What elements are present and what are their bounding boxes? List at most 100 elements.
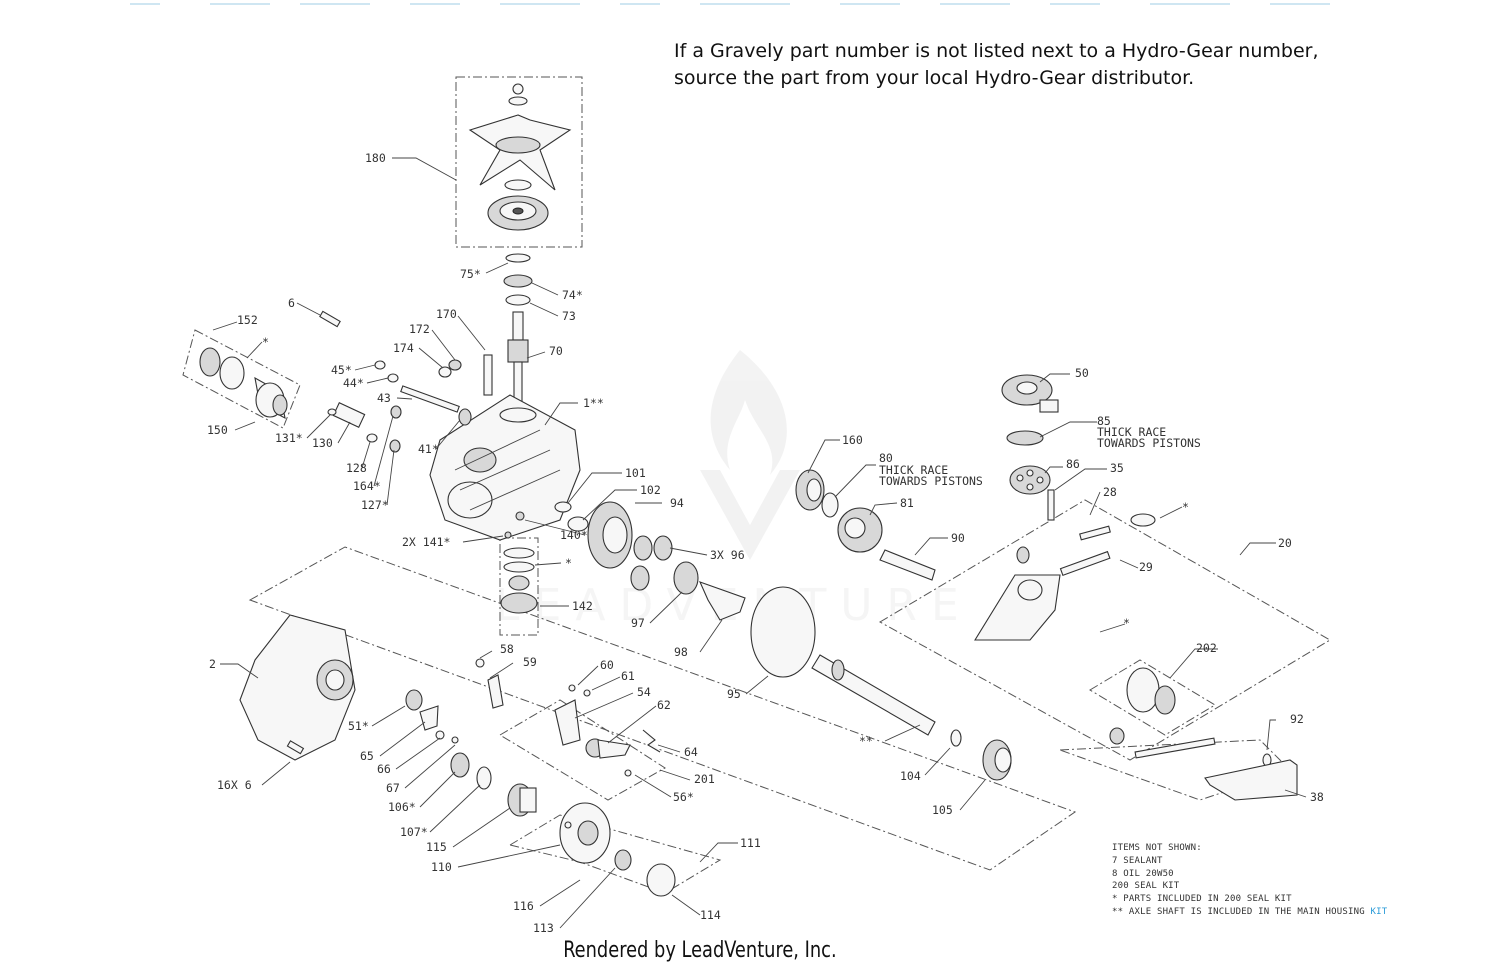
seal-106 [450,752,470,778]
washer-128 [366,433,378,443]
thrust-race-80 [821,492,839,518]
callout-35: 35 [1110,461,1124,475]
hub-110 [559,802,611,864]
callout-29: 29 [1139,560,1153,574]
callout-102: 102 [640,483,661,497]
callout-star-1: * [262,335,269,349]
pin-170 [483,354,493,396]
callout-90: 90 [951,531,965,545]
footer-credit-text: Rendered by LeadVenture, Inc. [563,938,837,963]
charge-pump-202 [1126,667,1176,715]
callout-172: 172 [409,322,430,336]
callout-105: 105 [932,803,953,817]
callout-81: 81 [900,496,914,510]
group-202-outline [1089,659,1216,736]
oring-164 [390,405,402,419]
pin-28 [1079,525,1111,541]
callout-58: 58 [500,642,514,656]
scan-artifact-strip [130,3,1330,5]
callout-51: 51* [348,719,369,733]
sourcing-note-line-1: If a Gravely part number is not listed n… [674,40,1319,62]
shaft-98 [698,581,746,621]
legend-item-seal-kit: 200 SEAL KIT [1112,881,1180,892]
legend-item-sealant: 7 SEALANT [1112,855,1163,866]
cap-114 [646,863,676,897]
group-20-outline [878,499,1331,761]
thrust-bearing-160 [795,469,825,511]
callout-202: 202 [1196,641,1217,655]
screw-140 [515,511,525,521]
callout-141: 2X 141* [402,535,450,549]
screw-61 [583,689,591,697]
callout-164: 164* [353,479,381,493]
callout-75: 75* [460,267,481,281]
callout-star-2: * [565,556,572,570]
callout-140: 140* [560,528,588,542]
spring-64 [642,729,661,753]
sleeve-115 [507,783,537,817]
callout-2: 2 [209,657,216,671]
washer-131 [327,408,337,416]
filter-150 [254,376,288,420]
gear-94 [587,501,633,569]
screw-141 [504,531,512,539]
callout-170: 170 [436,307,457,321]
end-cap-2 [239,614,356,761]
callout-152: 152 [237,313,258,327]
callout-160: 160 [842,433,863,447]
callout-61: 61 [621,669,635,683]
callout-67: 67 [386,781,400,795]
cap-152 [199,347,221,377]
screw-29 [1059,550,1111,577]
callout-54: 54 [637,685,651,699]
oring-142a [503,547,535,559]
callout-113: 113 [533,921,554,935]
screw-67 [451,736,459,744]
callout-97: 97 [631,616,645,630]
washer-73 [505,294,531,306]
legend-item-star-note: * PARTS INCLUDED IN 200 SEAL KIT [1112,894,1292,905]
shaft-lower [1134,737,1216,759]
center-section-20 [974,546,1061,641]
callout-50: 50 [1075,366,1089,380]
main-housing-1 [429,394,581,541]
callout-116: 116 [513,899,534,913]
legend-item-oil: 8 OIL 20W50 [1112,868,1174,879]
callout-142: 142 [572,599,593,613]
washer-101 [554,501,572,513]
callout-6: 6 [288,296,295,310]
thrust-bearing-85 [1006,430,1044,446]
callout-64: 64 [684,745,698,759]
fitting-172 [448,359,462,371]
nut-174 [438,366,452,378]
callout-66: 66 [377,762,391,776]
screw-6 [319,310,341,328]
callout-96: 3X 96 [710,548,745,562]
gear-96-a [633,535,653,561]
main-housing-outline [248,546,1077,871]
bracket-65 [419,705,439,731]
bearing-105 [982,739,1012,781]
callout-80: 80 [879,451,893,465]
shaft-43 [400,385,460,413]
callout-110: 110 [431,860,452,874]
group-150-outline [182,329,301,429]
group-180-outline [455,76,583,248]
plate-54 [554,699,581,746]
seal-51 [405,689,423,711]
screw-6-x16 [286,740,305,755]
leader-lines [212,157,1307,929]
ring-gear-95 [750,586,816,678]
washer-102 [567,516,589,532]
callout-106: 106* [388,800,416,814]
callout-128: 128 [346,461,367,475]
callout-111: 111 [740,836,761,850]
washer-60 [568,684,576,692]
callout-28: 28 [1103,485,1117,499]
callout-85-note-2: TOWARDS PISTONS [1097,436,1201,450]
callout-43: 43 [377,391,391,405]
pump-cylinder-block-86 [1009,465,1051,495]
arm-62 [585,738,631,759]
callout-80-note-2: TOWARDS PISTONS [879,474,983,488]
